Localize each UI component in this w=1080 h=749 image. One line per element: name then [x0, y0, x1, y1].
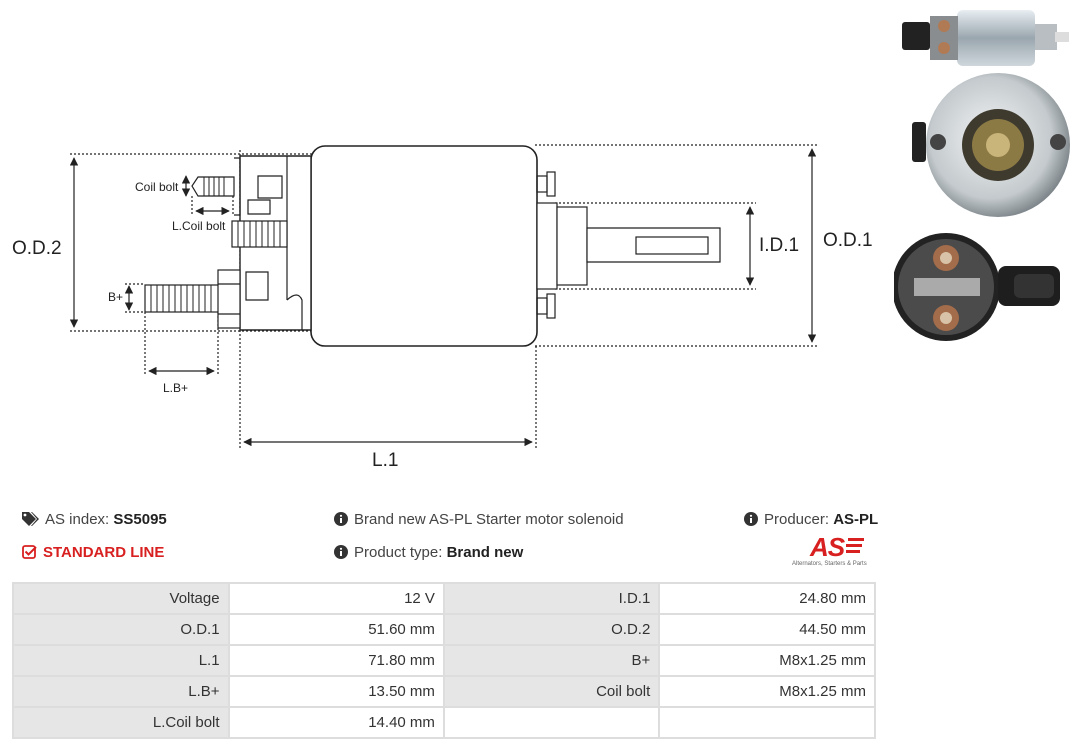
- label-od2: O.D.2: [12, 238, 62, 259]
- logo-tagline: Alternators, Starters & Parts: [792, 561, 867, 567]
- spec-label: L.Coil bolt: [12, 706, 230, 739]
- label-l-b-plus: L.B+: [163, 381, 188, 395]
- spec-label: L.B+: [12, 675, 230, 708]
- label-l1: L.1: [372, 450, 398, 471]
- spec-value: 13.50 mm: [227, 675, 445, 708]
- spec-label: O.D.1: [12, 613, 230, 646]
- spec-label: Voltage: [12, 582, 230, 615]
- label-l-coil-bolt: L.Coil bolt: [172, 219, 226, 233]
- label-coil-bolt: Coil bolt: [135, 180, 179, 194]
- tags-icon: [22, 512, 39, 526]
- as-index-label: AS index:: [45, 511, 110, 528]
- label-id1: I.D.1: [759, 235, 799, 256]
- logo-text: AS: [810, 532, 845, 562]
- spec-label: Coil bolt: [442, 675, 661, 708]
- spec-value: 71.80 mm: [227, 644, 445, 677]
- spec-value: M8x1.25 mm: [658, 675, 876, 708]
- spec-value: 51.60 mm: [227, 613, 445, 646]
- product-type-label: Product type:: [354, 544, 443, 561]
- product-photo-rear: [894, 233, 1060, 341]
- spec-label: L.1: [12, 644, 230, 677]
- producer-value: AS-PL: [833, 511, 879, 528]
- standard-line-label: STANDARD LINE: [43, 544, 165, 561]
- logo-stripes-icon: [846, 538, 864, 553]
- spec-value: [658, 706, 876, 739]
- spec-label: B+: [442, 644, 661, 677]
- description-text: Brand new AS-PL Starter motor solenoid: [354, 511, 624, 528]
- check-square-icon: [22, 545, 37, 559]
- producer-label: Producer:: [764, 511, 830, 528]
- standard-line: STANDARD LINE: [22, 544, 164, 561]
- spec-label: O.D.2: [442, 613, 661, 646]
- solenoid-dimension-diagram: O.D.2 O.D.1 I.D.1 L.1 Coil bolt L.Coil b…: [12, 144, 873, 471]
- producer: Producer: AS-PL: [744, 511, 878, 528]
- info-circle-icon: [334, 512, 348, 526]
- product-photo-side: [902, 10, 1069, 66]
- as-pl-logo: AS Alternators, Starters & Parts: [790, 532, 880, 570]
- product-type-value: Brand new: [446, 544, 524, 561]
- product-type: Product type: Brand new: [334, 544, 523, 561]
- spec-value: 14.40 mm: [227, 706, 445, 739]
- label-od1: O.D.1: [823, 230, 873, 251]
- info-circle-icon: [744, 512, 758, 526]
- spec-label: I.D.1: [442, 582, 661, 615]
- spec-value: 44.50 mm: [658, 613, 876, 646]
- product-photo-front: [912, 73, 1070, 217]
- label-b-plus: B+: [108, 290, 123, 304]
- spec-value: 12 V: [227, 582, 445, 615]
- spec-label: [442, 706, 661, 739]
- spec-value: 24.80 mm: [658, 582, 876, 615]
- as-index-value: SS5095: [113, 511, 167, 528]
- info-circle-icon: [334, 545, 348, 559]
- spec-value: M8x1.25 mm: [658, 644, 876, 677]
- product-description: Brand new AS-PL Starter motor solenoid: [334, 511, 624, 528]
- as-index: AS index: SS5095: [22, 511, 167, 528]
